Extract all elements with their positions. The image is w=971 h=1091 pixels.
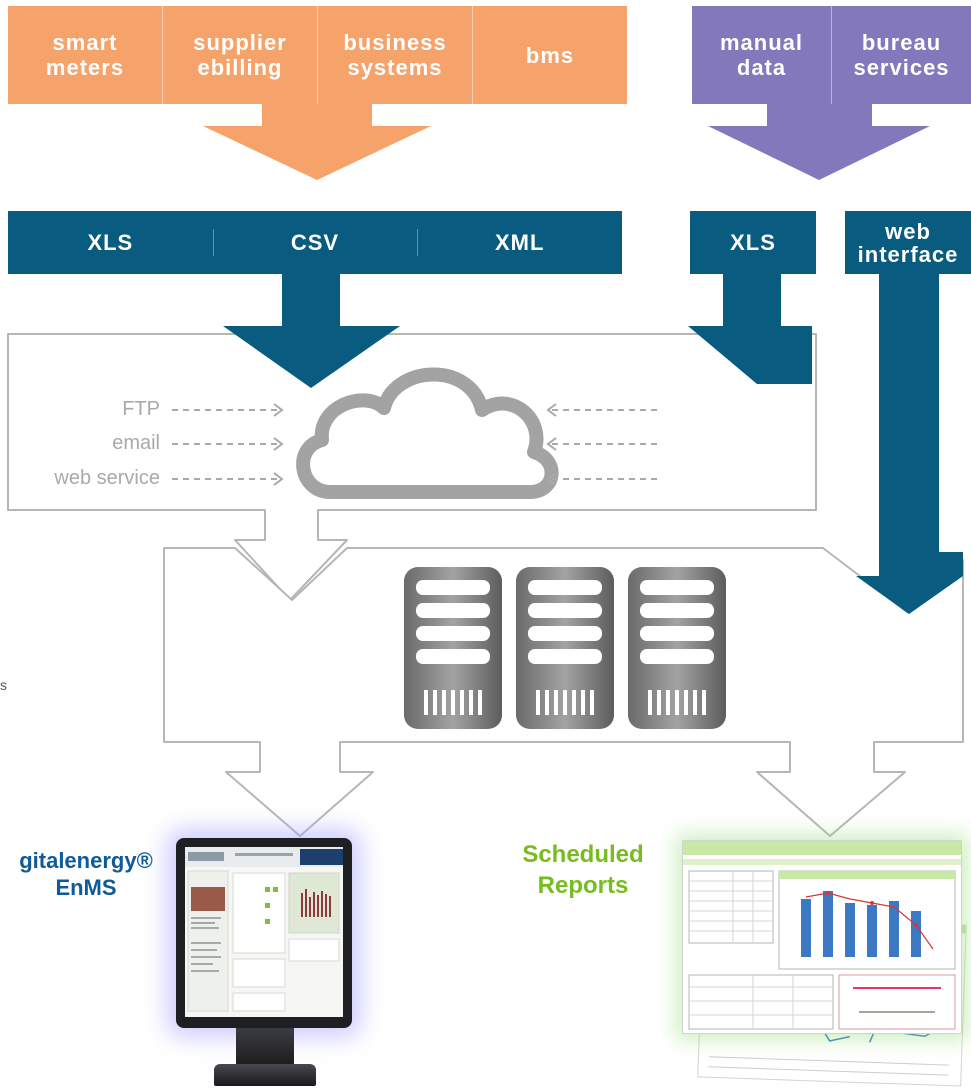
- source-smart-meters: smart meters: [8, 6, 163, 104]
- manual-format-bar: XLS: [690, 211, 816, 274]
- file-formats-bar: XLS CSV XML: [8, 211, 622, 274]
- navy-arrow-web: [856, 274, 963, 614]
- cloud-icon: [296, 367, 559, 499]
- format-xls: XLS: [87, 230, 134, 255]
- orange-arrow: [203, 104, 431, 180]
- edge-fragment: s: [0, 677, 7, 693]
- manual-sources-bar: manual data bureau services: [692, 6, 971, 104]
- dashboard-screen: [185, 847, 343, 1017]
- server-icon-3: [628, 567, 726, 729]
- format-xml: XML: [417, 211, 622, 274]
- protocol-arrows-left: [172, 403, 284, 486]
- reports-title: Scheduled Reports: [493, 839, 673, 901]
- source-bureau-services: bureau services: [853, 30, 950, 80]
- data-sources-bar: smart meters supplier ebilling business …: [8, 6, 627, 104]
- navy-arrow-xls: [688, 274, 812, 384]
- reports-title-line2: Reports: [537, 872, 629, 899]
- protocol-web-service: web service: [54, 467, 160, 489]
- reports-title-line1: Scheduled: [522, 841, 644, 868]
- dashboard-title: gitalenergy® EnMS: [0, 847, 172, 901]
- report-page-front: [682, 840, 962, 1034]
- protocol-ftp: FTP: [122, 398, 160, 420]
- source-manual-data: manual data: [692, 6, 832, 104]
- dashboard-thumbnail: [185, 847, 343, 1012]
- format-xls-manual: XLS: [730, 230, 776, 255]
- format-csv: CSV: [212, 211, 418, 274]
- navy-arrow-main: [223, 274, 400, 388]
- enms-monitor: [176, 838, 352, 1028]
- web-interface-bar: web interface: [845, 211, 971, 274]
- server-icon-2: [516, 567, 614, 729]
- server-icon-1: [404, 567, 502, 729]
- protocol-arrows-right: [546, 403, 660, 486]
- dashboard-title-line2: EnMS: [55, 875, 117, 900]
- format-web-interface: web interface: [857, 218, 959, 267]
- source-bms: bms: [525, 42, 575, 68]
- dashboard-title-line1: gitalenergy®: [19, 848, 153, 873]
- source-business-systems: business systems: [318, 6, 473, 104]
- protocol-email: email: [112, 432, 160, 454]
- purple-arrow: [708, 104, 930, 180]
- source-supplier-ebilling: supplier ebilling: [163, 6, 318, 104]
- monitor-base: [214, 1064, 316, 1086]
- monitor-stand: [236, 1028, 294, 1068]
